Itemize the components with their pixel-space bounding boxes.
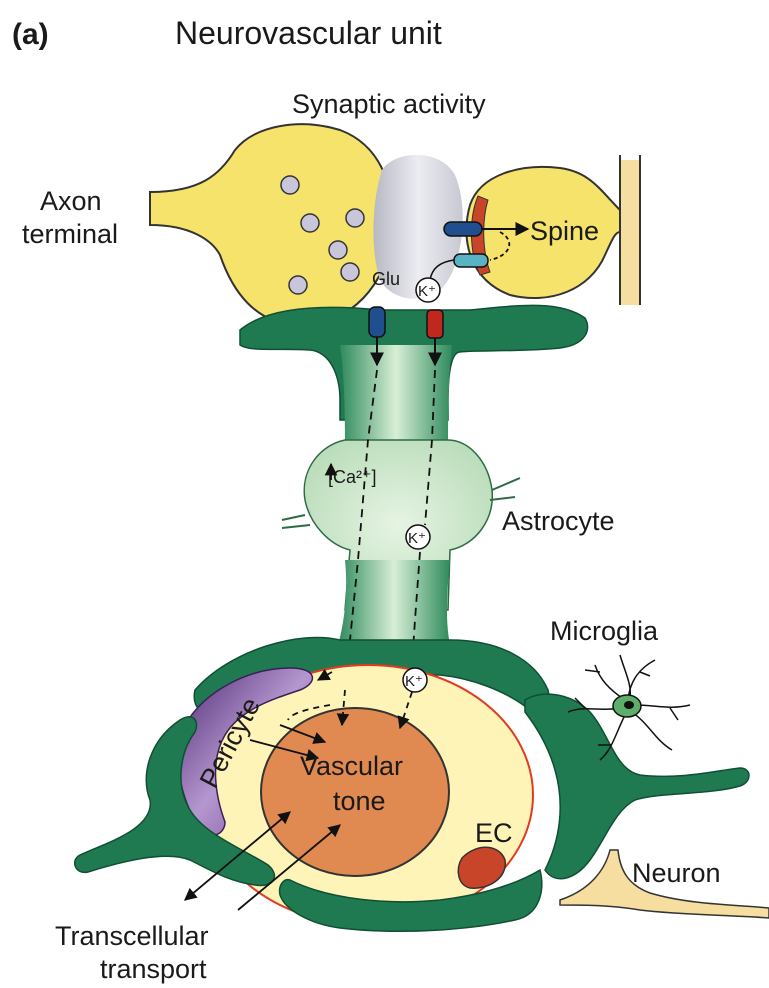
microglia-label: Microglia [550,616,659,646]
axon-label-line2: terminal [22,219,118,249]
astrocyte-glu-channel [369,307,385,337]
figure-title: Neurovascular unit [175,15,442,51]
vascular-label-line2: tone [333,786,386,816]
glu-label: Glu [372,269,400,289]
ec-label: EC [475,818,513,848]
calcium-label: [Ca²⁺] [328,467,377,487]
synaptic-vesicle [346,209,364,227]
synaptic-vesicle [281,176,299,194]
axon-terminal [150,124,392,325]
vascular-label-line1: Vascular [300,751,403,781]
astrocyte-k-channel [427,310,443,338]
k-ion-label: K⁺ [418,283,436,300]
transport-label-line1: Transcellular [55,921,209,951]
transport-label-line2: transport [100,954,207,984]
synaptic-activity-label: Synaptic activity [292,89,486,119]
spine-channel-teal [454,254,488,267]
spine-label: Spine [530,216,599,246]
astrocyte-endfoot-right [525,694,749,879]
k-ion-vessel-label: K⁺ [405,673,423,690]
astrocyte-lower-stem [338,560,450,645]
synaptic-vesicle [301,214,319,232]
synaptic-vesicle [341,263,359,281]
neuron-label: Neuron [632,858,721,888]
k-ion-soma-label: K⁺ [408,530,426,547]
synaptic-vesicle [289,276,307,294]
synaptic-vesicle [329,241,347,259]
astrocyte-label: Astrocyte [502,506,615,536]
spine-channel-blue [444,222,482,236]
axon-label-line1: Axon [40,186,102,216]
panel-letter: (a) [12,18,49,51]
